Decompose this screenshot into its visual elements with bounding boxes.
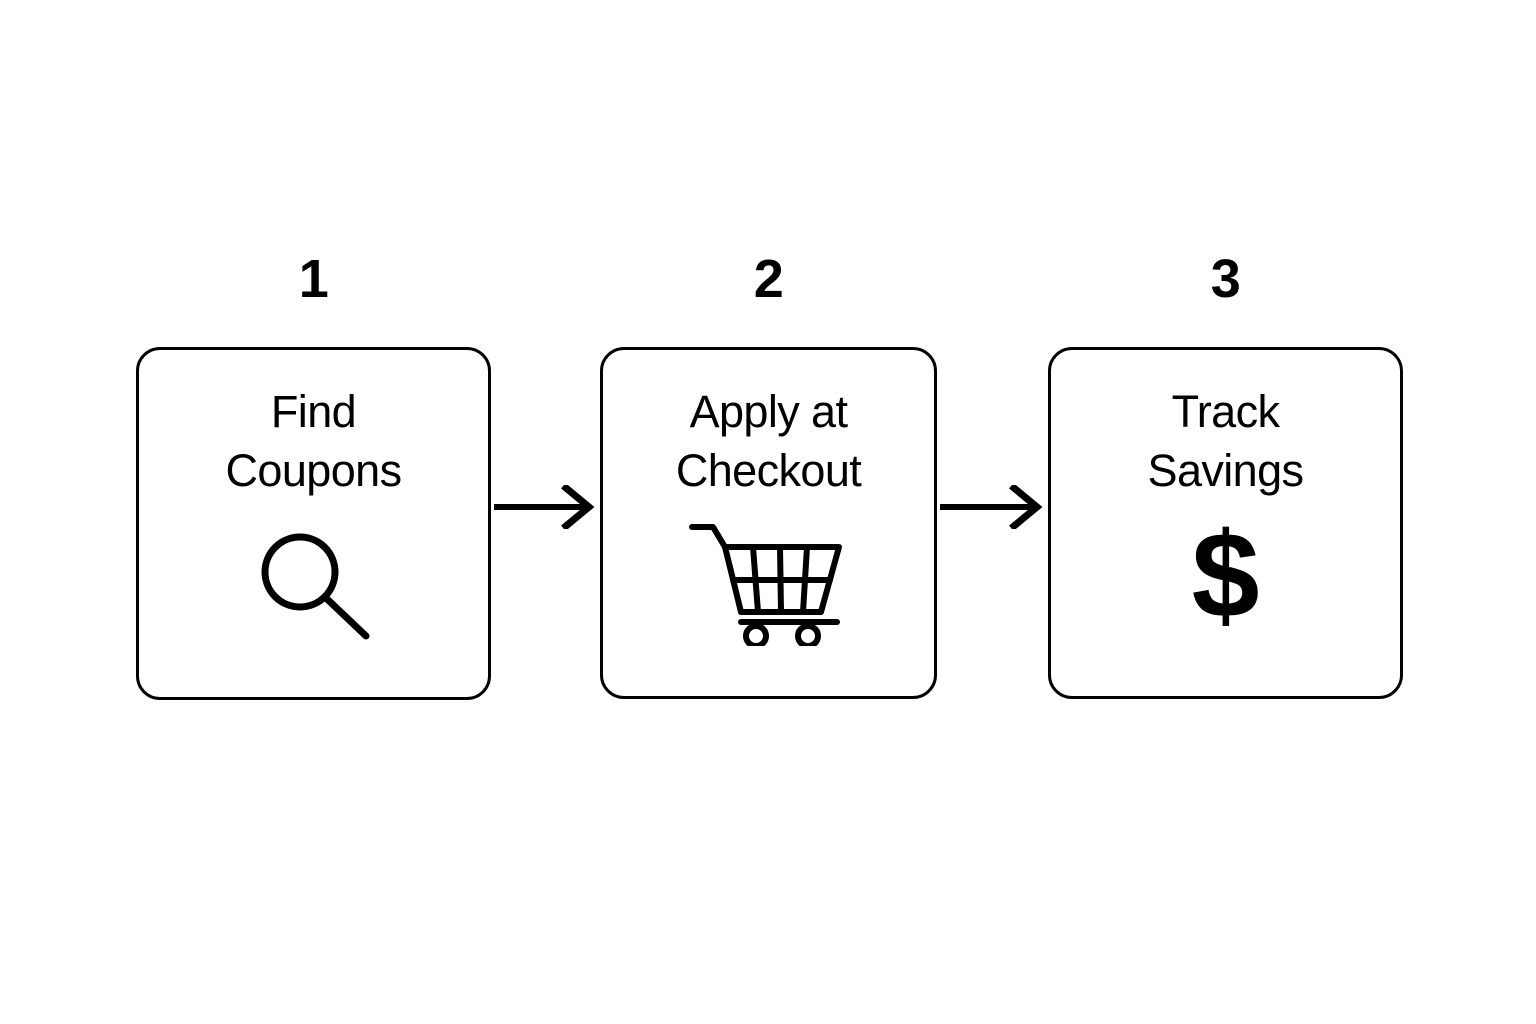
- step-card-apply-at-checkout[interactable]: Apply at Checkout: [600, 347, 937, 699]
- step-card-track-savings[interactable]: Track Savings $: [1048, 347, 1403, 699]
- dollar-sign-icon: $: [1191, 507, 1260, 643]
- step-number-2: 2: [753, 249, 784, 309]
- arrow-step-2-to-3: [940, 483, 1046, 531]
- step-label-2: Apply at Checkout: [675, 386, 862, 496]
- magnifier-icon: [244, 514, 384, 644]
- shopping-cart-icon: [688, 514, 849, 646]
- step-card-find-coupons[interactable]: Find Coupons: [136, 347, 491, 700]
- arrow-step-1-to-2: [494, 483, 598, 531]
- step-number-1: 1: [298, 249, 329, 309]
- step-label-1: Find Coupons: [225, 386, 403, 496]
- step-label-3: Track Savings: [1147, 386, 1305, 496]
- step-number-3: 3: [1210, 249, 1241, 309]
